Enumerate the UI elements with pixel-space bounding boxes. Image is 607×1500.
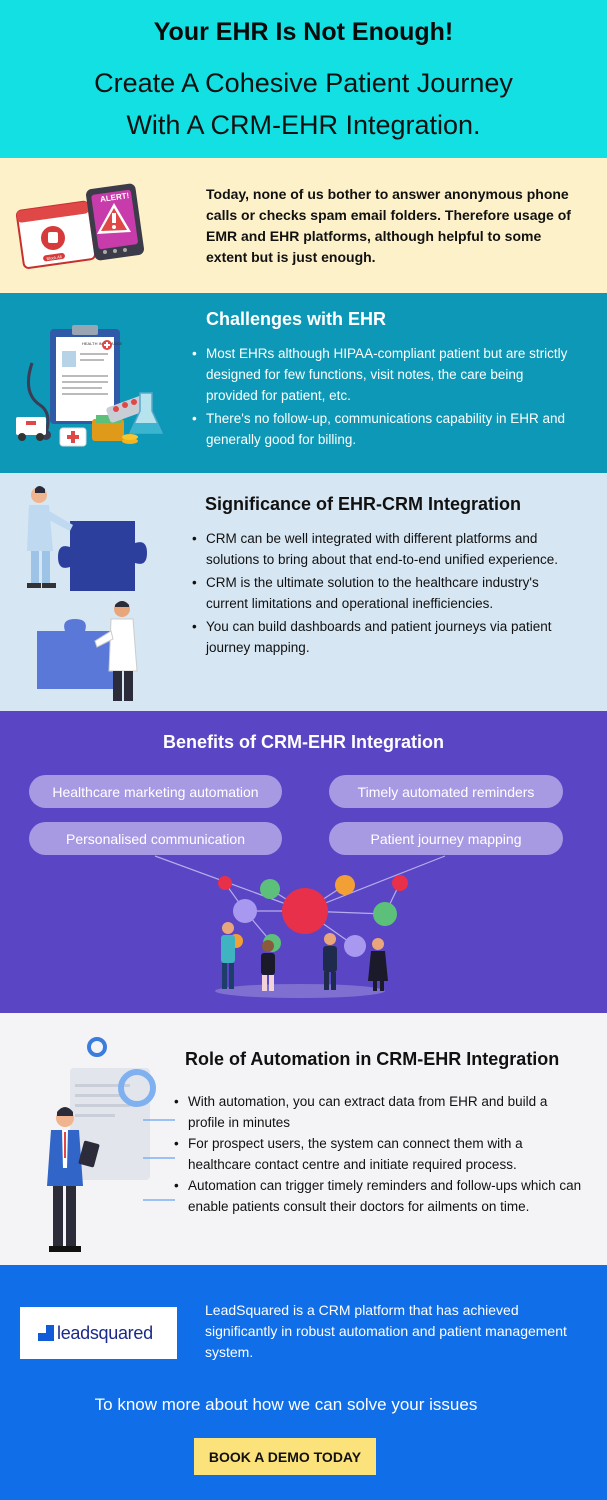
node-circle: [392, 875, 408, 891]
significance-section: Significance of EHR-CRM Integration CRM …: [0, 473, 607, 711]
list-item: CRM is the ultimate solution to the heal…: [190, 572, 570, 614]
benefit-pill: Timely automated reminders: [329, 775, 563, 808]
person-icon: [323, 933, 337, 990]
significance-list: CRM can be well integrated with differen…: [190, 528, 570, 658]
ground-shadow: [215, 984, 385, 998]
footer-section: leadsquared LeadSquared is a CRM platfor…: [0, 1265, 607, 1500]
node-circle: [335, 875, 355, 895]
benefit-pill: Healthcare marketing automation: [29, 775, 282, 808]
svg-text:Block All: Block All: [46, 254, 62, 261]
person-top-icon: [27, 486, 73, 588]
list-item: You can build dashboards and patient jou…: [190, 616, 570, 658]
list-item: Most EHRs although HIPAA-compliant patie…: [190, 343, 570, 406]
book-demo-button[interactable]: BOOK A DEMO TODAY: [194, 1438, 376, 1475]
node-circle: [344, 935, 366, 957]
person-icon: [221, 922, 235, 989]
leadsquared-logo[interactable]: leadsquared: [20, 1307, 177, 1359]
puzzle-piece-bottom-icon: [37, 619, 115, 689]
svg-text:ALERT!: ALERT!: [100, 191, 130, 204]
alert-illustration: Block All ALERT!: [15, 183, 144, 269]
ring-icon: [87, 1037, 156, 1107]
company-description: LeadSquared is a CRM platform that has a…: [205, 1302, 567, 1360]
challenges-list: Most EHRs although HIPAA-compliant patie…: [190, 343, 570, 450]
challenges-title: Challenges with EHR: [206, 309, 387, 329]
medical-illustration: HEALTH INSURANCE: [16, 325, 164, 447]
wallet-icon: [92, 415, 124, 441]
header-banner: Your EHR Is Not Enough! Create A Cohesiv…: [0, 0, 607, 158]
person-icon: [368, 938, 388, 991]
benefits-title: Benefits of CRM-EHR Integration: [163, 732, 444, 752]
person-icon: [261, 940, 275, 991]
significance-title: Significance of EHR-CRM Integration: [205, 494, 522, 514]
leadsquared-logo-icon: [38, 1325, 54, 1341]
node-circle: [260, 879, 280, 899]
list-item: For prospect users, the system can conne…: [172, 1133, 582, 1175]
benefit-pill: Patient journey mapping: [329, 822, 563, 855]
coins-icon: [122, 434, 138, 444]
businessman-icon: [47, 1107, 100, 1252]
connector-lines: [143, 1119, 175, 1201]
list-item: With automation, you can extract data fr…: [172, 1091, 582, 1133]
puzzle-piece-top-icon: [58, 521, 147, 591]
node-circle: [373, 902, 397, 926]
first-aid-kit-icon: [59, 427, 87, 447]
main-title: Your EHR Is Not Enough!: [153, 18, 454, 46]
subtitle-line-2: With A CRM-EHR Integration.: [126, 110, 481, 140]
main-subtitle: Create A Cohesive Patient Journey With A…: [0, 62, 607, 146]
role-list: With automation, you can extract data fr…: [172, 1091, 582, 1217]
role-title: Role of Automation in CRM-EHR Integratio…: [185, 1049, 560, 1069]
list-item: There's no follow-up, communications cap…: [190, 408, 570, 450]
intro-text: Today, none of us bother to answer anony…: [206, 186, 571, 265]
flask-icon: [128, 392, 164, 434]
logo-text: leadsquared: [57, 1322, 153, 1343]
subtitle-line-1: Create A Cohesive Patient Journey: [94, 68, 513, 98]
role-section: Role of Automation in CRM-EHR Integratio…: [0, 1013, 607, 1265]
automation-illustration: [47, 1037, 175, 1252]
ambulance-icon: [16, 417, 46, 441]
list-item: Automation can trigger timely reminders …: [172, 1175, 582, 1217]
benefit-pill: Personalised communication: [29, 822, 282, 855]
alert-phone-icon: ALERT!: [86, 183, 144, 261]
clipboard-icon: HEALTH INSURANCE: [50, 325, 122, 424]
benefits-section: Benefits of CRM-EHR Integration Healthca…: [0, 711, 607, 1013]
challenges-section: HEALTH INSURANCE: [0, 293, 607, 473]
pills-icon: [106, 395, 148, 423]
intro-section: Block All ALERT! Today, none of us bothe…: [0, 158, 607, 293]
node-circle: [233, 899, 257, 923]
node-circle: [282, 888, 328, 934]
node-circle: [218, 876, 232, 890]
spam-window-icon: Block All: [15, 200, 97, 269]
puzzle-illustration: [27, 486, 147, 701]
list-item: CRM can be well integrated with differen…: [190, 528, 570, 570]
network-illustration: [154, 855, 446, 998]
person-bottom-icon: [94, 601, 138, 701]
more-info-text: To know more about how we can solve your…: [94, 1395, 478, 1414]
